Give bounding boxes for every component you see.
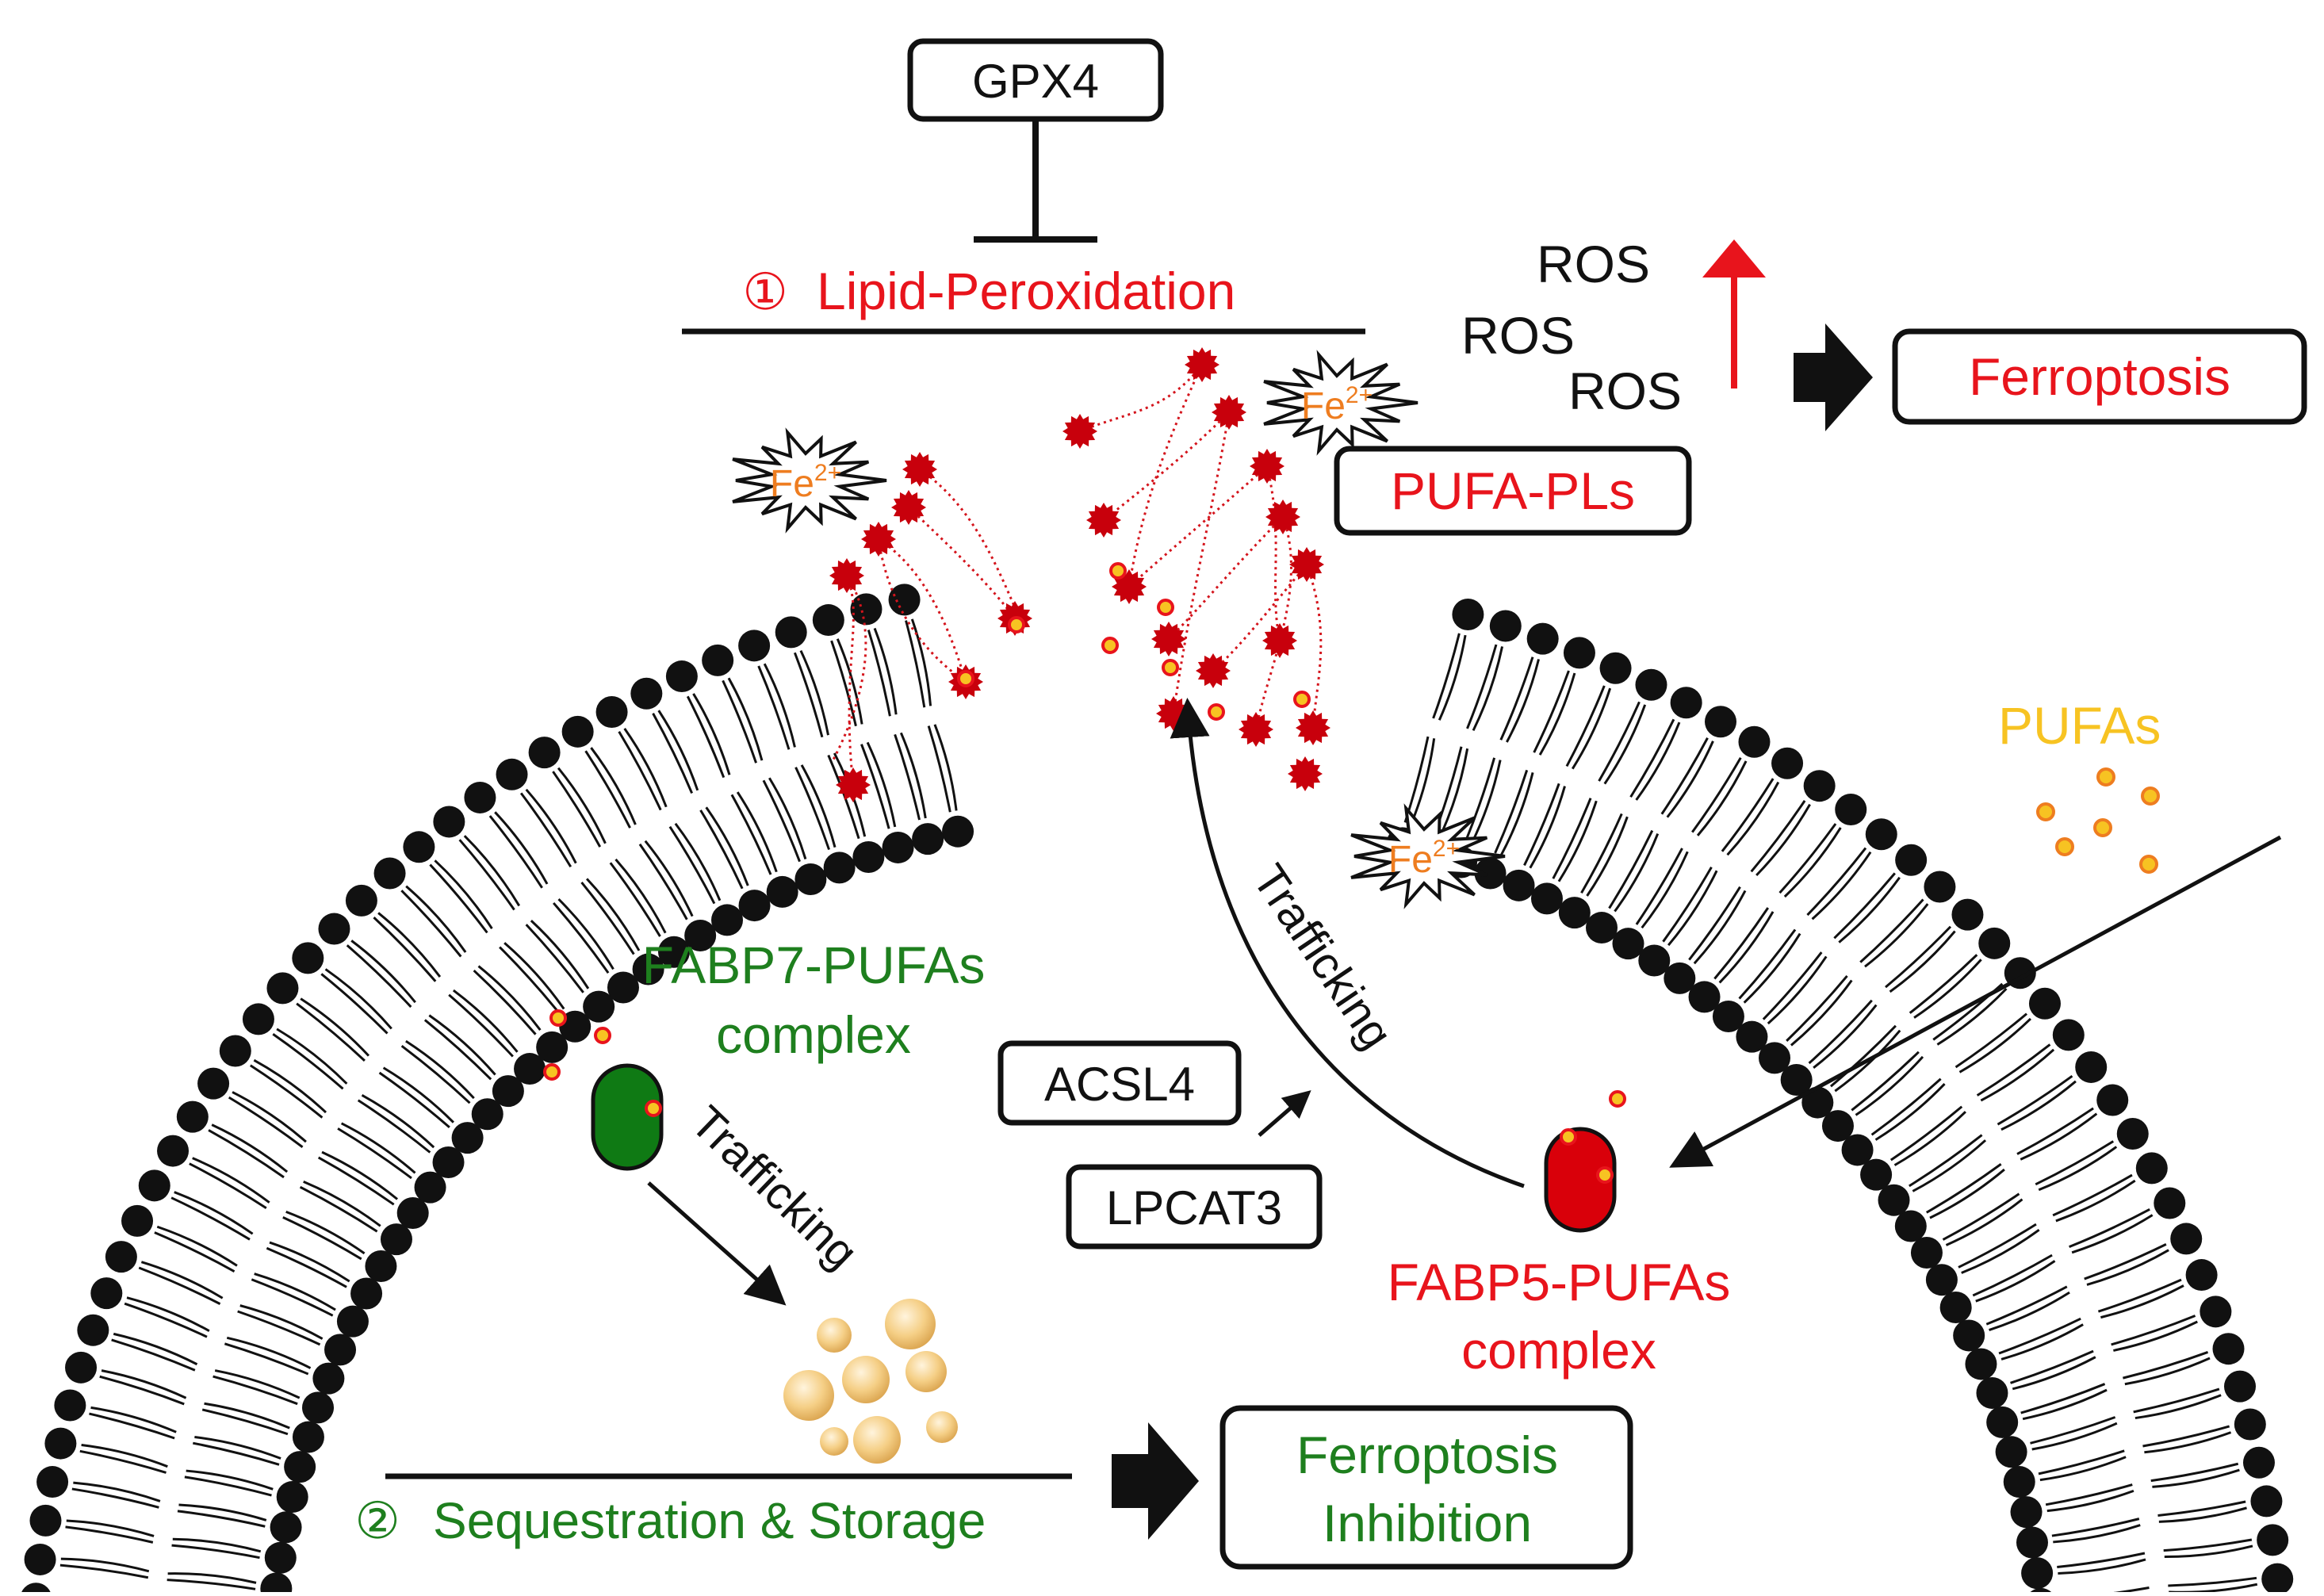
ferroptosis-inhibition-node: Ferroptosis Inhibition [1219, 1405, 1633, 1570]
trafficking-arrow-right [1170, 698, 1525, 1188]
svg-text:Fe2+: Fe2+ [1388, 836, 1460, 881]
ros-label-3: ROS [1568, 362, 1682, 420]
pufas-label: PUFAs [1998, 696, 2161, 755]
fe-ion-left: Fe2+ [732, 427, 887, 534]
inhibition-label-line1: Ferroptosis [1296, 1426, 1558, 1484]
starburst-icon [1350, 803, 1506, 909]
inhibition-label-line2: Inhibition [1323, 1494, 1532, 1552]
fe-symbol: Fe [1388, 839, 1433, 881]
fabp7-label-line1: FABP7-PUFAs [642, 936, 986, 994]
lipid-peroxidation-number: ① [742, 263, 787, 320]
pufa-phospholipid-heads [829, 347, 1330, 802]
starburst-icon [1263, 350, 1419, 456]
lpcat3-label: LPCAT3 [1106, 1181, 1282, 1234]
fe-charge: 2+ [814, 460, 841, 486]
fabp5-label-line1: FABP5-PUFAs [1388, 1253, 1731, 1311]
sequestration-label: Sequestration & Storage [433, 1492, 986, 1549]
ferroptosis-node: Ferroptosis [1892, 328, 2307, 425]
cell-membrane-right [1386, 599, 2294, 1596]
t-bar-inhibition-icon [974, 119, 1097, 243]
enzyme-arrow [1258, 1090, 1311, 1137]
ros-label-1: ROS [1537, 235, 1650, 293]
fabp7-label-line2: complex [716, 1005, 911, 1064]
svg-text:Fe2+: Fe2+ [770, 460, 841, 505]
cell-membrane-left [20, 584, 974, 1596]
ros-label-2: ROS [1461, 306, 1575, 365]
fe-charge: 2+ [1433, 836, 1460, 862]
svg-text:Fe2+: Fe2+ [1301, 382, 1373, 427]
fabp5-protein [1544, 1090, 1626, 1233]
acsl4-node: ACSL4 [997, 1040, 1242, 1126]
trafficking-label-left: Trafficking [681, 1097, 867, 1279]
ferroptosis-label: Ferroptosis [1969, 347, 2230, 406]
fe-ion-top: Fe2+ [1263, 350, 1419, 456]
fabp5-label-line2: complex [1461, 1321, 1656, 1380]
lpcat3-node: LPCAT3 [1066, 1164, 1323, 1250]
lipid-peroxidation-label: Lipid-Peroxidation [817, 262, 1235, 320]
fabp7-protein [543, 1009, 664, 1171]
trafficking-label-right: Trafficking [1242, 855, 1403, 1058]
pufa-pls-label: PUFA-PLs [1391, 461, 1635, 520]
free-pufa-dots [2036, 767, 2160, 874]
sequestration-number: ② [354, 1492, 400, 1549]
acsl4-label: ACSL4 [1044, 1058, 1195, 1111]
gpx4-node: GPX4 [907, 38, 1164, 122]
block-arrow-right-icon [1112, 1422, 1199, 1540]
pufa-phospholipid-tails [831, 364, 1323, 786]
fe-symbol: Fe [1301, 385, 1346, 427]
starburst-icon [732, 427, 887, 534]
pufa-pls-node: PUFA-PLs [1334, 446, 1692, 536]
lipid-droplets [783, 1299, 958, 1464]
fe-ion-right: Fe2+ [1350, 803, 1506, 909]
up-arrow-icon [1702, 239, 1766, 388]
fe-charge: 2+ [1346, 382, 1373, 408]
trafficking-arrow-left [647, 1181, 787, 1306]
pufa-uptake-arrow [1669, 835, 2282, 1168]
gpx4-label: GPX4 [972, 55, 1099, 108]
block-arrow-right-icon [1794, 323, 1873, 431]
fe-symbol: Fe [770, 463, 814, 505]
